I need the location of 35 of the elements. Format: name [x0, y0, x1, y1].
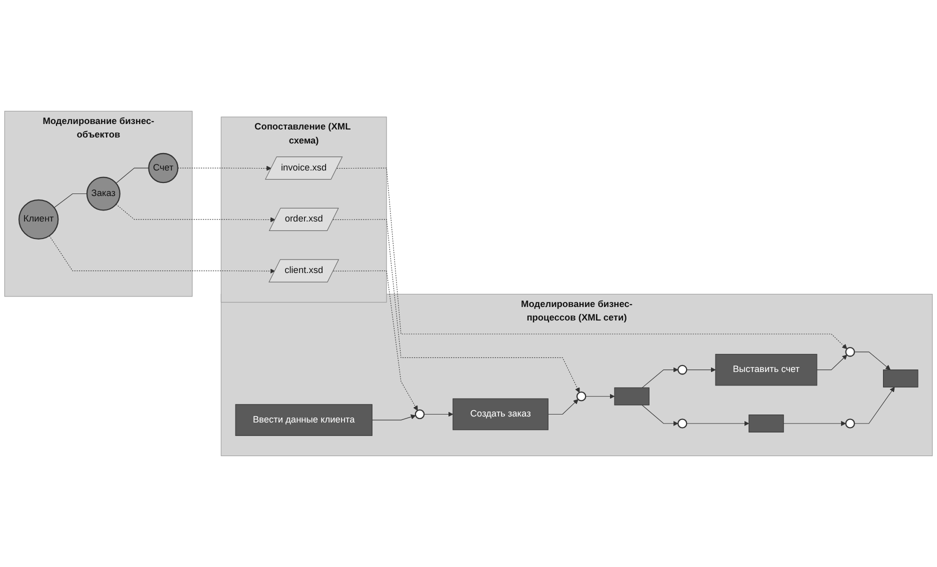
node-circle: [845, 418, 856, 428]
arrow: [336, 168, 848, 350]
arrow: [49, 235, 276, 274]
arrow: [854, 386, 895, 424]
node-box: [614, 387, 650, 406]
node-circle: [414, 409, 425, 420]
node-box: [883, 370, 918, 388]
arrow: [548, 399, 578, 415]
arrow: [686, 367, 716, 372]
arrow: [642, 404, 678, 426]
arrow: [332, 219, 580, 393]
arrow: [372, 414, 416, 420]
arrow: [642, 367, 678, 388]
node-circle: Заказ: [86, 176, 120, 211]
node-circle: Счет: [148, 152, 178, 184]
node-box: Ввести данные клиента: [235, 404, 372, 436]
connector: [116, 168, 149, 184]
arrow: [178, 166, 272, 171]
node-circle: [845, 347, 856, 357]
node-box: Выставить счет: [715, 354, 818, 386]
node-circle: [677, 364, 688, 375]
node-box: Создать заказ: [452, 398, 548, 430]
arrow: [783, 420, 846, 426]
node-circle: Клиент: [18, 199, 59, 240]
node-circle: [576, 391, 586, 402]
arrow: [585, 394, 615, 399]
node-box: [748, 414, 784, 432]
arrow: [116, 204, 276, 222]
arrow: [854, 352, 890, 370]
arrow: [816, 354, 848, 370]
connector: [54, 193, 88, 208]
arrow: [686, 420, 750, 426]
node-circle: [677, 418, 688, 428]
arrow: [424, 412, 454, 417]
arrow: [333, 270, 418, 411]
